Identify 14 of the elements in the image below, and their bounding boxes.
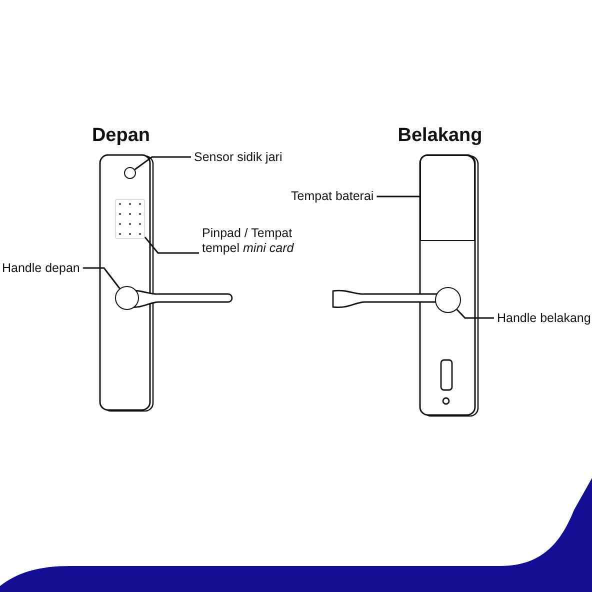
leader-line bbox=[134, 156, 191, 170]
view-heading: Depan bbox=[90, 125, 152, 147]
leader-line bbox=[376, 196, 420, 198]
view-heading: Belakang bbox=[396, 125, 484, 147]
callout-label: Handle depan bbox=[2, 261, 80, 276]
leader-line bbox=[456, 308, 494, 319]
battery-compartment bbox=[420, 155, 475, 241]
keypad bbox=[115, 199, 145, 239]
callout-label: Pinpad / Tempat tempel mini card bbox=[202, 226, 294, 256]
callout-label: Sensor sidik jari bbox=[194, 150, 282, 165]
callout-label: Tempat baterai bbox=[291, 189, 374, 204]
leader-line bbox=[144, 236, 199, 254]
callout-label: Handle belakang bbox=[497, 311, 591, 326]
leader-line bbox=[82, 267, 120, 289]
